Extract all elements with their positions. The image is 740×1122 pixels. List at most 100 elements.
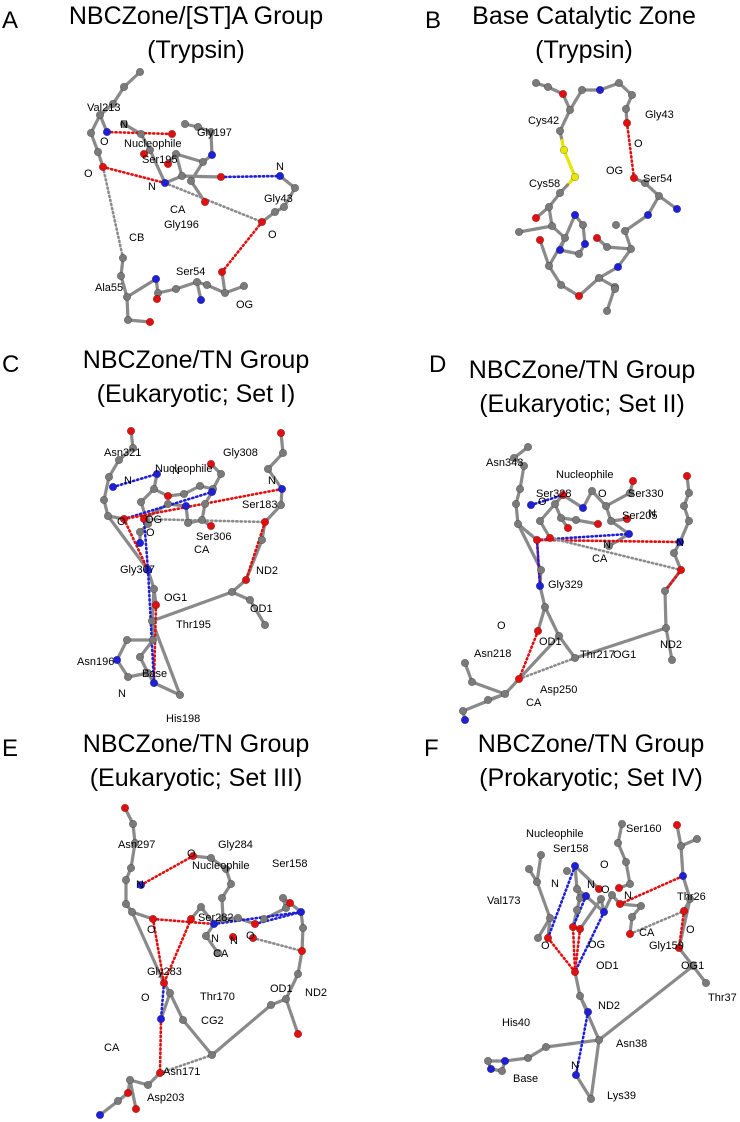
atom (245, 595, 255, 605)
atom-label: N (172, 465, 180, 477)
atom (143, 519, 153, 529)
atom (248, 933, 258, 943)
hydrogen-bond (244, 520, 267, 582)
atom-label: CA (170, 204, 186, 216)
atom (483, 695, 493, 705)
atom (500, 1056, 510, 1066)
atom (266, 1000, 276, 1010)
atom (692, 834, 702, 844)
atom (135, 67, 145, 77)
atom-label: OD1 (250, 603, 273, 615)
atom-label: O (598, 488, 607, 500)
bond (516, 522, 532, 549)
atom (131, 1104, 141, 1114)
atom-label: Gly307 (120, 564, 155, 576)
atom (701, 978, 711, 988)
atom-label: OG1 (613, 649, 636, 661)
atom-label: OG1 (681, 960, 704, 972)
atom-label: ND2 (305, 987, 327, 999)
atom (611, 220, 621, 230)
atom (220, 288, 230, 298)
atom (514, 227, 524, 237)
atom (533, 626, 543, 636)
atom (624, 529, 634, 539)
atom (558, 490, 568, 500)
hydrogen-bond (546, 864, 577, 940)
atom (104, 472, 114, 482)
atom (636, 901, 646, 911)
atom (209, 919, 219, 929)
bond (537, 634, 561, 660)
bond (239, 1003, 273, 1032)
atom (594, 884, 604, 894)
atom (621, 857, 631, 867)
atom (263, 464, 273, 474)
atom (555, 188, 565, 198)
atom (179, 489, 189, 499)
atom (511, 499, 521, 509)
atom (572, 905, 582, 915)
atom (145, 145, 155, 155)
atom (193, 122, 203, 132)
atom-label: OG (588, 939, 605, 951)
bond (573, 641, 623, 660)
atom (497, 1066, 507, 1076)
atom-label: Thr26 (677, 891, 706, 903)
atom (684, 516, 694, 526)
atom (145, 317, 155, 327)
atom (541, 1042, 551, 1052)
atom (628, 476, 638, 486)
atom-label: Gly196 (164, 219, 199, 231)
atom (570, 653, 580, 663)
atom (99, 495, 109, 505)
hydrogen-bond (251, 936, 304, 953)
atom (260, 620, 270, 630)
panel-title-f: NBCZone/TN Group (478, 730, 704, 758)
atom (586, 1094, 596, 1104)
atom (610, 284, 620, 294)
atom (123, 672, 133, 682)
atom (513, 519, 523, 529)
hydrogen-bond (158, 1017, 163, 1075)
bond (593, 1038, 601, 1072)
atom-label: Nucleophile (526, 828, 583, 840)
atom (278, 448, 288, 458)
atom-label: Nucleophile (124, 138, 181, 150)
atom (200, 499, 210, 509)
hydrogen-bond (535, 538, 542, 588)
atom (228, 932, 238, 942)
atom (86, 128, 96, 138)
hydrogen-bond (548, 536, 683, 572)
atom (167, 129, 177, 139)
atom (625, 488, 635, 498)
atom (136, 497, 146, 507)
atom (593, 519, 603, 529)
atom (523, 1053, 533, 1063)
atom (285, 898, 295, 908)
atom-label: O (268, 229, 277, 241)
atom (654, 191, 664, 201)
atom (660, 586, 670, 596)
atom (543, 933, 553, 943)
atom (555, 245, 565, 255)
atom (606, 516, 616, 526)
atom-label: O (246, 930, 255, 942)
atom (685, 894, 695, 904)
atom (622, 118, 632, 128)
atom (540, 602, 550, 612)
atom-label: Ser54 (643, 173, 672, 185)
atom (613, 262, 623, 272)
atom (594, 1035, 604, 1045)
atom-label: OG (606, 165, 623, 177)
atom (206, 127, 216, 137)
atom (197, 515, 207, 525)
hydrogen-bond (517, 656, 577, 681)
atom-label: Gly159 (649, 940, 684, 952)
atom (119, 514, 129, 524)
atom-label: Nucleophile (155, 463, 212, 475)
atom-label: Asn297 (118, 839, 155, 851)
atom (535, 581, 545, 591)
atom-label: Gly329 (548, 579, 583, 591)
atom (554, 631, 564, 641)
panel-letter-f: F (424, 735, 439, 762)
